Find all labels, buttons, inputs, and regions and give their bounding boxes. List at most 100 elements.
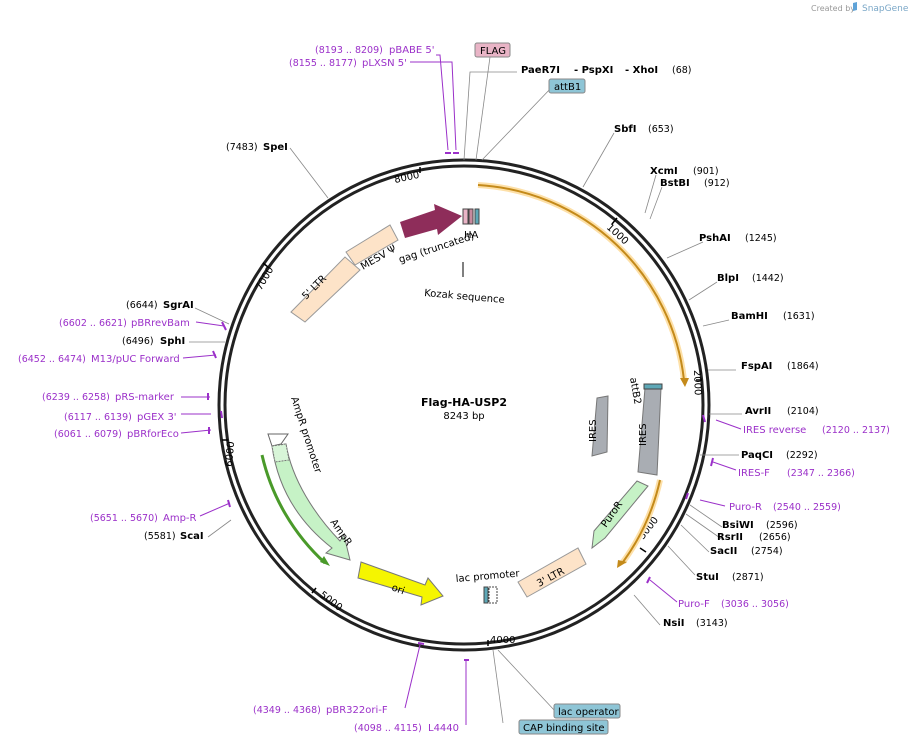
- site-bstbi-pos: (912): [704, 178, 730, 189]
- site-sbfi: SbfI: [614, 124, 636, 135]
- site-avrii-pos: (2104): [787, 406, 819, 417]
- box-flag: [474, 42, 511, 58]
- site-sphi-pos: (6496): [122, 336, 154, 347]
- feature-puror: [591, 480, 649, 550]
- site-bstbi: BstBI: [660, 178, 690, 189]
- primer-iresf: IRES-F: [738, 468, 770, 479]
- box-flag-label: FLAG: [480, 46, 506, 57]
- feature-amprprom-arrow: [267, 433, 289, 447]
- primer-pbr322-pos: (4349 .. 4368): [253, 705, 321, 716]
- site-fspai-pos: (1864): [787, 361, 819, 372]
- snapgene-logo-icon: [853, 2, 857, 11]
- site-sgrai: SgrAI: [163, 300, 194, 311]
- primer-iresf-pos: (2347 .. 2366): [787, 468, 855, 479]
- site-bamhi-pos: (1631): [783, 311, 815, 322]
- feature-lacop-small: [483, 586, 489, 604]
- feature-ori: [357, 561, 444, 606]
- primer-leader-lines: [180, 54, 742, 725]
- feature-attb1-small: [474, 208, 480, 225]
- tick-6000: 6000: [224, 441, 237, 467]
- site-spei-pos: (7483): [226, 142, 258, 153]
- tick-2000: 2000: [691, 370, 703, 396]
- site-spei: SpeI: [263, 142, 288, 153]
- ruler-ticks: [222, 167, 702, 646]
- primer-pgex: pGEX 3': [137, 412, 177, 423]
- site-scai-pos: (5581): [144, 531, 176, 542]
- tick-7000: 7000: [254, 265, 276, 293]
- site-xhoi: - XhoI: [625, 65, 658, 76]
- site-bsiwi-pos: (2596): [766, 520, 798, 531]
- label-kozak: Kozak sequence: [424, 288, 505, 306]
- site-paer7i: PaeR7I: [521, 65, 560, 76]
- primer-ampr: Amp-R: [163, 513, 197, 524]
- feature-5ltr: [290, 256, 361, 323]
- feature-flag-small: [462, 208, 469, 225]
- backbone-inner: [223, 164, 705, 646]
- box-cap: [518, 719, 609, 735]
- primer-pbrrev-pos: (6602 .. 6621): [59, 318, 127, 329]
- site-sbfi-pos: (653): [648, 124, 674, 135]
- primer-puror-pos: (2540 .. 2559): [773, 502, 841, 513]
- primer-prs: pRS-marker: [115, 392, 175, 403]
- box-attb1-label: attB1: [554, 82, 581, 93]
- primer-iresrev-pos: (2120 .. 2137): [822, 425, 890, 436]
- site-rsrii-pos: (2656): [759, 532, 791, 543]
- label-attb2: attB2: [627, 377, 643, 406]
- site-bsiwi: BsiWI: [722, 520, 754, 531]
- site-bamhi: BamHI: [731, 311, 768, 322]
- site-blpi: BlpI: [717, 273, 739, 284]
- site-paqci: PaqCI: [741, 450, 773, 461]
- orf-arc2-line: [622, 479, 661, 563]
- site-nsii-pos: (3143): [696, 618, 728, 629]
- label-ha: HA: [464, 230, 479, 241]
- tick-4000: 4000: [490, 635, 515, 646]
- box-lacop: [553, 703, 621, 719]
- orf-arc-arrow: [680, 378, 689, 387]
- label-ires2: IRES: [638, 423, 649, 446]
- feature-ha-small: [468, 208, 474, 225]
- feature-attb2: [643, 383, 663, 390]
- primer-plxsn: pLXSN 5': [362, 58, 407, 69]
- label-lacprom: lac promoter: [455, 568, 521, 585]
- orf-arc-highlight: [477, 182, 687, 381]
- site-blpi-pos: (1442): [752, 273, 784, 284]
- site-xcmi: XcmI: [650, 166, 678, 177]
- feature-lacprom-small: [488, 586, 498, 604]
- site-sacii: SacII: [710, 546, 737, 557]
- site-sgrai-pos: (6644): [126, 300, 158, 311]
- primer-pbabe: pBABE 5': [389, 45, 435, 56]
- primer-pbrfor-pos: (6061 .. 6079): [54, 429, 122, 440]
- site-nsii: NsiI: [663, 618, 684, 629]
- feature-mesv: [345, 224, 399, 266]
- site-fspai: FspAI: [741, 361, 772, 372]
- site-paqci-pos: (2292): [786, 450, 818, 461]
- site-pshai: PshAI: [699, 233, 731, 244]
- primer-prs-pos: (6239 .. 6258): [42, 392, 110, 403]
- label-ires1: IRES: [588, 419, 599, 442]
- primer-marks: [207, 152, 714, 661]
- primer-l4440: L4440: [428, 723, 459, 734]
- primer-pgex-pos: (6117 .. 6139): [64, 412, 132, 423]
- ampr-orf-arrow: [320, 556, 330, 566]
- site-stui: StuI: [696, 572, 719, 583]
- orf-arc2-arrow: [617, 560, 627, 568]
- label-ori: ori: [390, 582, 406, 597]
- box-cap-label: CAP binding site: [523, 723, 605, 734]
- primer-purof-pos: (3036 .. 3056): [721, 599, 789, 610]
- site-sacii-pos: (2754): [751, 546, 783, 557]
- primer-l4440-pos: (4098 .. 4115): [354, 723, 422, 734]
- primer-pbr322: pBR322ori-F: [326, 705, 388, 716]
- site-scai: ScaI: [180, 531, 204, 542]
- box-attb1: [548, 78, 586, 94]
- tick-8000: 8000: [393, 170, 420, 186]
- primer-ampr-pos: (5651 .. 5670): [90, 513, 158, 524]
- feature-ampr: [271, 443, 351, 561]
- feature-amprprom: [271, 443, 290, 463]
- site-rsrii: RsrII: [717, 532, 743, 543]
- snapgene-brand: SnapGene: [862, 4, 908, 14]
- leader-lines: [189, 56, 742, 724]
- site-xcmi-pos: (901): [693, 166, 719, 177]
- feature-ires1: [591, 395, 609, 457]
- primer-m13-pos: (6452 .. 6474): [18, 354, 86, 365]
